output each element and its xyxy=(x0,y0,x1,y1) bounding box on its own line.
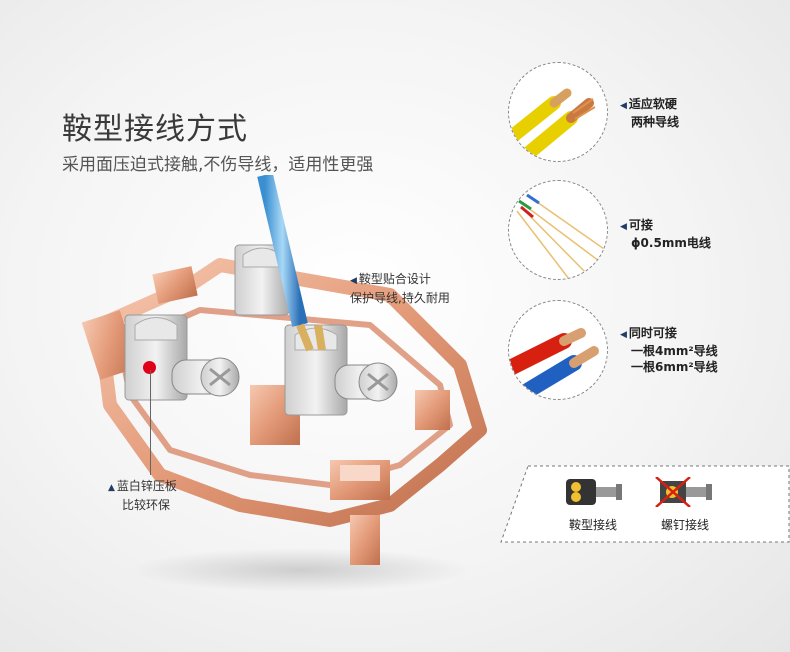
thin-wire-icon xyxy=(508,180,608,280)
saddle-wiring-option: 鞍型接线 xyxy=(548,477,638,533)
feature-soft-hard-wire: ◀适应软硬 两种导线 xyxy=(620,96,679,130)
feature-3-line2: 一根4mm²导线 xyxy=(631,344,718,358)
feature-1-line2: 两种导线 xyxy=(631,115,680,129)
plate-callout-line2: 比较环保 xyxy=(122,498,171,512)
saddle-wiring-label: 鞍型接线 xyxy=(568,518,617,532)
triangle-left-icon: ◀ xyxy=(620,222,627,232)
screw-wiring-label: 螺钉接线 xyxy=(660,518,709,532)
saddle-callout-line2: 保护导线,持久耐用 xyxy=(350,291,450,305)
screw-wiring-icon xyxy=(655,476,712,508)
feature-2-line2: ϕ0.5mm电线 xyxy=(631,236,711,250)
pointer-line xyxy=(150,370,151,475)
triangle-left-icon: ◀ xyxy=(350,276,357,286)
saddle-design-callout: ◀鞍型贴合设计 保护导线,持久耐用 xyxy=(350,271,450,307)
triangle-left-icon: ◀ xyxy=(620,101,627,111)
triangle-left-icon: ◀ xyxy=(620,330,627,340)
wiring-comparison-box: 鞍型接线 螺钉接线 xyxy=(500,465,790,543)
feature-thick-wire: ◀同时可接 一根4mm²导线 一根6mm²导线 xyxy=(620,325,718,375)
triangle-up-icon: ▲ xyxy=(108,483,115,493)
screw-wiring-option: 螺钉接线 xyxy=(640,476,730,533)
feature-2-line1: 可接 xyxy=(628,218,653,232)
zinc-plate-callout: ▲蓝白锌压板 比较环保 xyxy=(108,478,177,514)
saddle-wiring-icon xyxy=(566,479,622,505)
saddle-callout-line1: 鞍型贴合设计 xyxy=(358,272,431,286)
feature-thin-wire: ◀可接 ϕ0.5mm电线 xyxy=(620,217,711,251)
feature-1-line1: 适应软硬 xyxy=(628,97,677,111)
page-title: 鞍型接线方式 xyxy=(62,112,248,147)
feature-3-line1: 同时可接 xyxy=(628,326,677,340)
thick-wire-icon xyxy=(508,300,608,400)
feature-3-line3: 一根6mm²导线 xyxy=(631,360,718,374)
pointer-dot xyxy=(143,361,156,374)
wire-soft-hard-icon xyxy=(508,62,608,162)
plate-callout-line1: 蓝白锌压板 xyxy=(116,479,177,493)
terminal-illustration xyxy=(81,175,487,592)
page-subtitle: 采用面压迫式接触,不伤导线，适用性更强 xyxy=(62,155,374,175)
